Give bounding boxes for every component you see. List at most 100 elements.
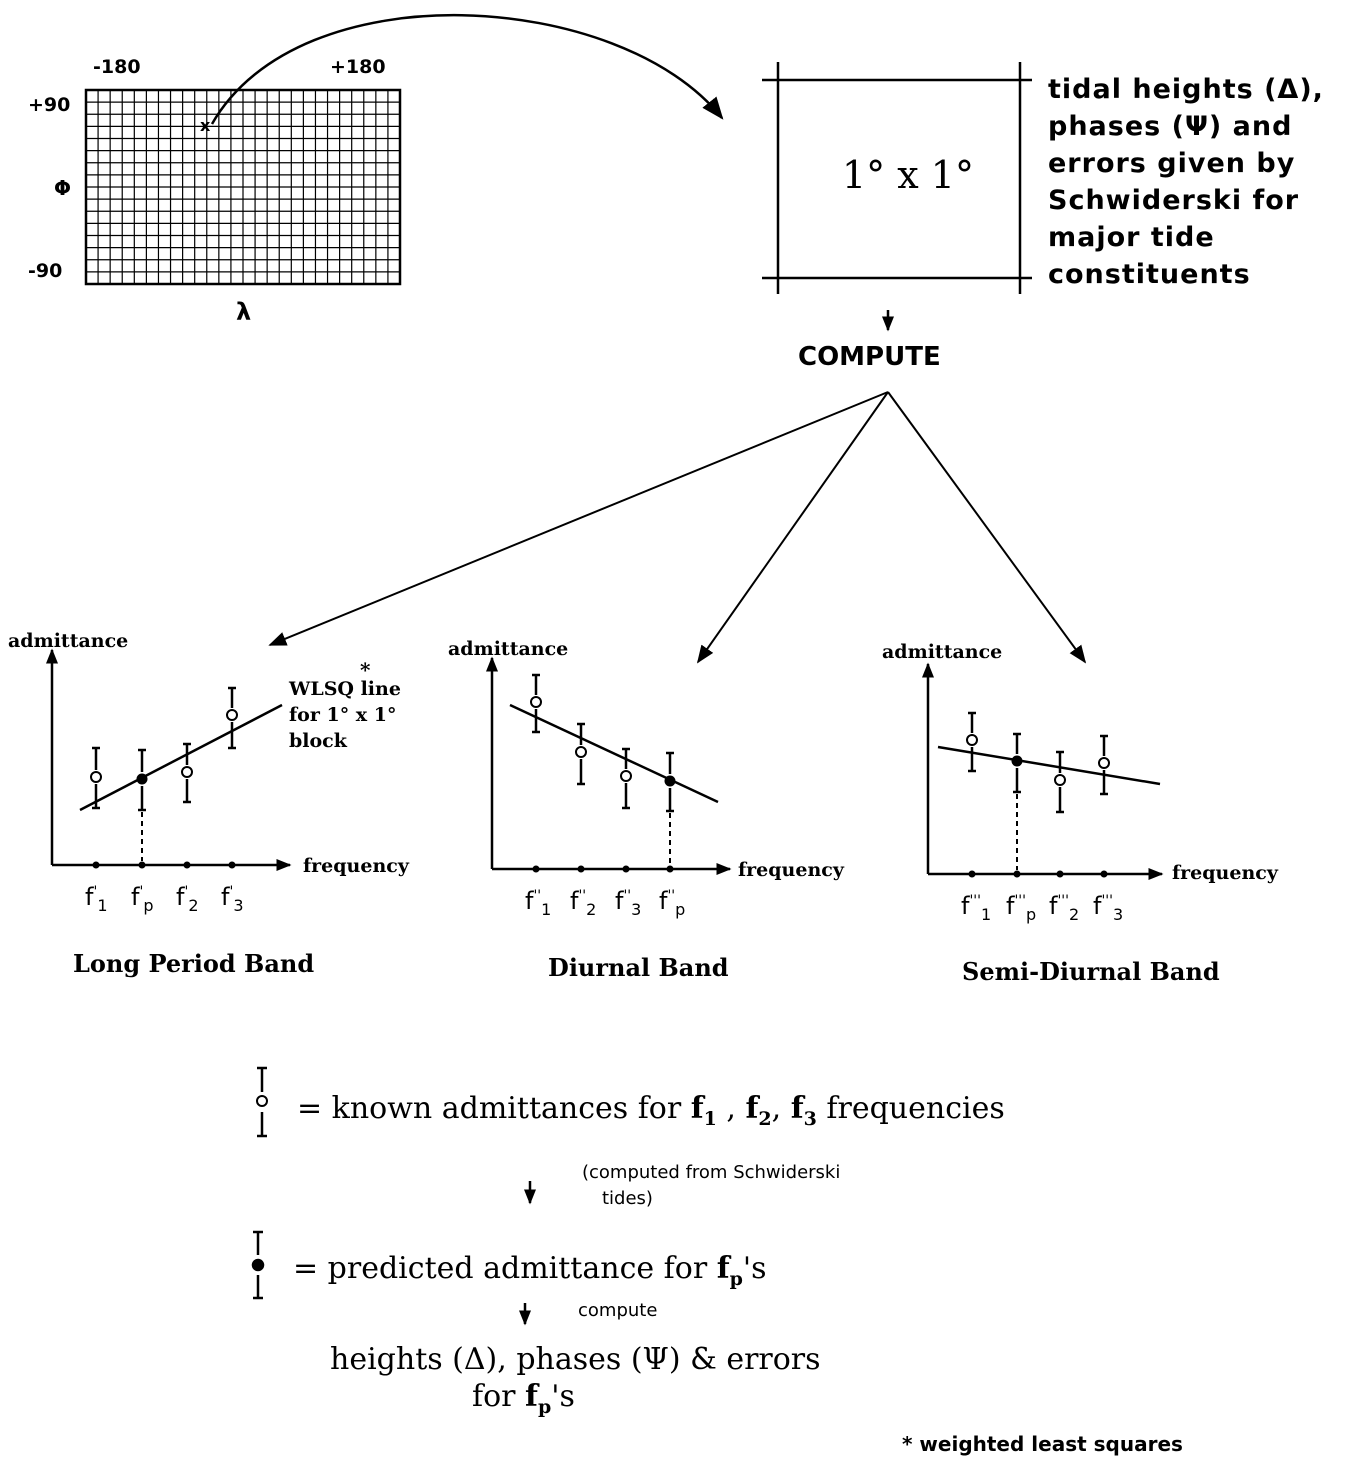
known-suffix: frequencies — [816, 1091, 1005, 1126]
wlsq-note-line: WLSQ line — [289, 678, 401, 700]
long-period-title: Long Period Band — [73, 949, 315, 978]
predicted-admittance-point — [136, 773, 148, 785]
frequency-tick-label: f''2 — [570, 887, 597, 919]
known-admittance-point — [90, 771, 102, 783]
arrow-to-diurnal — [696, 391, 889, 664]
predicted-admittance-point — [1011, 755, 1023, 767]
known-admittance-point — [1098, 757, 1110, 769]
frequency-tick — [92, 861, 100, 869]
wlsq-line — [937, 745, 1161, 786]
legend-known-symbol — [256, 1066, 268, 1138]
frequency-tick — [1100, 870, 1108, 878]
wlsq-line — [79, 703, 283, 812]
known-admittance-point — [226, 709, 238, 721]
predicted-suffix: 's — [742, 1251, 767, 1286]
known-admittance-point — [181, 766, 193, 778]
tidal-description: tidal heights (Δ), phases (Ψ) and errors… — [1048, 76, 1324, 298]
result-line-1: heights (Δ), phases (Ψ) & errors — [330, 1342, 821, 1377]
frequency-tick-label: f''p — [659, 887, 686, 919]
tidal-line: Schwiderski for — [1048, 185, 1300, 216]
semi-diurnal-title: Semi-Diurnal Band — [962, 957, 1220, 986]
frequency-tick-label: f'2 — [176, 883, 199, 915]
frequency-tick-label: f'''3 — [1093, 892, 1124, 924]
frequency-tick — [577, 865, 585, 873]
tidal-line: phases (Ψ) and — [1048, 111, 1293, 142]
compute-note: compute — [578, 1300, 658, 1321]
known-admittance-point — [620, 770, 632, 782]
diurnal-x-label: frequency — [738, 859, 844, 881]
computed-from-note-2: tides) — [602, 1188, 653, 1209]
frequency-tick-label: f'''1 — [961, 892, 992, 924]
known-admittance-point — [966, 734, 978, 746]
grid-lon-symbol: λ — [236, 298, 252, 326]
tidal-line: constituents — [1048, 259, 1251, 290]
band-charts — [46, 648, 1164, 880]
wlsq-note: WLSQ line for 1° x 1° block — [289, 680, 401, 758]
global-grid — [84, 88, 402, 286]
wlsq-note-line: for 1° x 1° — [289, 704, 397, 726]
grid-to-block-arrow — [210, 14, 724, 125]
footnote: * weighted least squares — [902, 1432, 1183, 1456]
band-chart — [922, 662, 1164, 880]
block-size-label: 1° x 1° — [842, 153, 974, 197]
tidal-line: errors given by — [1048, 148, 1296, 179]
predicted-prefix: = predicted admittance for — [293, 1251, 717, 1286]
semi-diurnal-x-label: frequency — [1172, 862, 1278, 884]
known-admittance-legend: = known admittances for f1 , f2, f3 freq… — [297, 1091, 1005, 1130]
known-admittance-point — [530, 696, 542, 708]
frequency-tick-label: f'''p — [1006, 892, 1037, 924]
known-prefix: = known admittances for — [297, 1091, 691, 1126]
frequency-tick — [1056, 870, 1064, 878]
wlsq-note-mark: * — [360, 658, 371, 682]
frequency-tick-label: f''1 — [525, 887, 552, 919]
compute-branch-arrows — [268, 391, 1087, 664]
frequency-tick — [228, 861, 236, 869]
known-f3: f3 — [790, 1091, 817, 1130]
long-period-x-label: frequency — [303, 855, 409, 877]
result-line-2: for fp's — [472, 1379, 575, 1418]
arrow-to-semi-diurnal — [887, 391, 1087, 664]
known-sep1: , — [716, 1091, 746, 1126]
tidal-line: tidal heights (Δ), — [1048, 74, 1324, 105]
predicted-fp: fp — [716, 1251, 743, 1290]
band-chart — [486, 656, 732, 875]
frequency-tick-label: f'''2 — [1049, 892, 1080, 924]
known-f1: f1 — [690, 1091, 717, 1130]
legend-predicted-symbol — [251, 1230, 265, 1300]
known-sep2: , — [771, 1091, 791, 1126]
computed-from-note: (computed from Schwiderski — [582, 1162, 841, 1183]
grid-point-marker: x — [200, 116, 211, 135]
grid-lat-min-label: -90 — [28, 260, 63, 282]
known-admittance-point — [575, 746, 587, 758]
arrow-to-long-period — [268, 391, 889, 646]
band-chart — [46, 648, 292, 871]
frequency-tick — [532, 865, 540, 873]
frequency-tick — [622, 865, 630, 873]
diurnal-title: Diurnal Band — [548, 953, 729, 982]
grid-lon-max-label: +180 — [330, 56, 386, 78]
semi-diurnal-y-label: admittance — [882, 641, 1003, 663]
frequency-tick-label: f''3 — [615, 887, 642, 919]
frequency-tick-label: f'p — [131, 883, 154, 915]
wlsq-note-line: block — [289, 730, 347, 752]
known-admittance-point — [1054, 774, 1066, 786]
diurnal-y-label: admittance — [448, 638, 569, 660]
tidal-line: major tide — [1048, 222, 1215, 253]
one-degree-block — [762, 62, 1032, 294]
frequency-tick — [1013, 870, 1021, 878]
frequency-tick — [183, 861, 191, 869]
frequency-tick-label: f'3 — [221, 883, 244, 915]
predicted-admittance-point — [664, 775, 676, 787]
wlsq-line — [509, 703, 719, 804]
grid-lat-max-label: +90 — [28, 94, 71, 116]
predicted-admittance-legend: = predicted admittance for fp's — [293, 1251, 767, 1290]
frequency-tick — [138, 861, 146, 869]
frequency-tick — [666, 865, 674, 873]
long-period-y-label: admittance — [8, 630, 129, 652]
compute-label: COMPUTE — [798, 342, 941, 372]
grid-lon-min-label: -180 — [93, 56, 141, 78]
known-f2: f2 — [745, 1091, 772, 1130]
frequency-tick — [968, 870, 976, 878]
grid-lat-symbol: Φ — [54, 176, 72, 200]
